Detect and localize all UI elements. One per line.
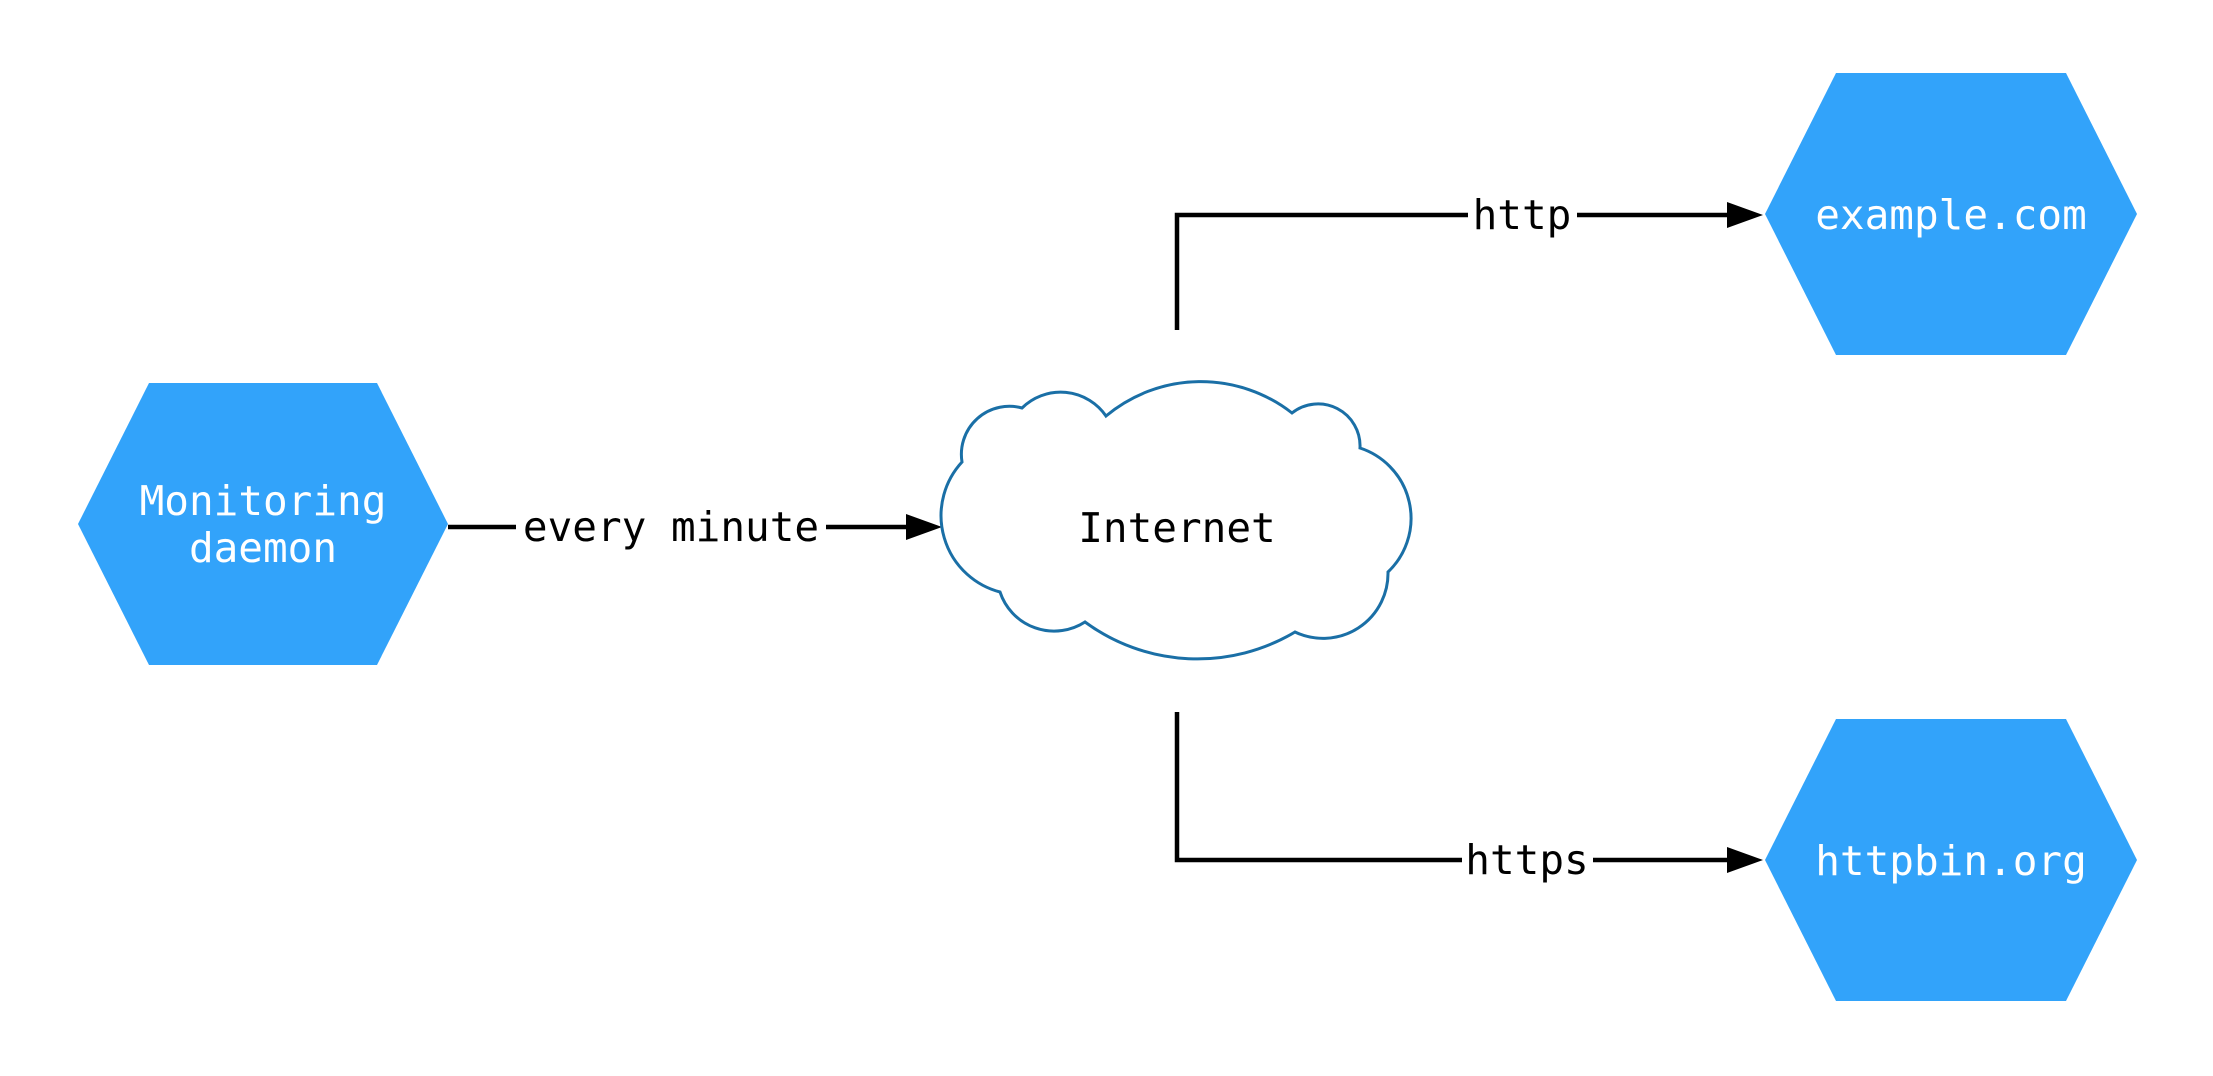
monitoring-daemon-label-line1: Monitoring [140,477,387,525]
httpbin-org-label: httpbin.org [1815,837,2087,885]
node-httpbin-org: httpbin.org [1765,719,2137,1001]
edge-label-bg-http [1468,192,1577,238]
edge-label-https: https [1465,836,1588,884]
arrowhead-https-icon [1727,847,1763,873]
node-monitoring-daemon: Monitoring daemon [78,383,448,665]
node-internet: Internet [939,380,1413,661]
edge-https: https [1174,712,1763,884]
internet-cloud-icon [939,380,1413,661]
edge-label-http: http [1473,191,1572,239]
arrowhead-http-icon [1727,202,1763,228]
edge-label-bg-every-minute [516,504,826,550]
monitoring-daemon-hexagon [78,383,448,665]
edge-line-https [1174,712,1732,863]
example-com-hexagon [1765,73,2137,355]
internet-label: Internet [1078,504,1275,552]
edge-label-every-minute: every minute [523,503,819,551]
edge-every-minute: every minute [448,503,942,551]
httpbin-org-hexagon [1765,719,2137,1001]
edge-label-bg-https [1462,837,1593,883]
node-example-com: example.com [1765,73,2137,355]
edge-line-http [1174,212,1732,330]
edge-http: http [1174,191,1763,330]
arrowhead-every-minute-icon [906,514,942,540]
example-com-label: example.com [1815,191,2087,239]
monitoring-daemon-label-line2: daemon [189,524,337,572]
